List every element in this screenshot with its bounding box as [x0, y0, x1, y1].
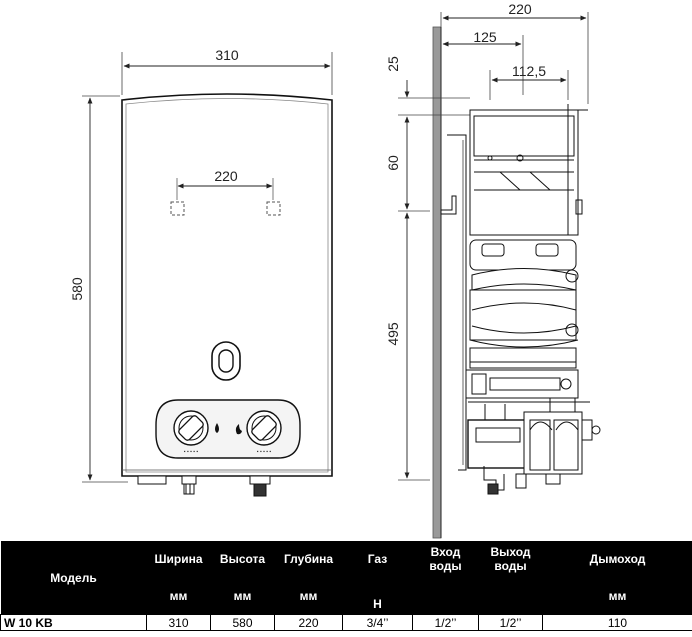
dim-side-112: 112,5 [512, 63, 546, 79]
header-depth-unit: мм [274, 577, 343, 615]
dim-side-depth: 220 [508, 1, 532, 17]
header-height-unit: мм [210, 577, 275, 615]
wall [432, 26, 442, 539]
heater-internals [447, 104, 601, 495]
knob-scale-left: ▪ ▪ ▪ ▪ ▪ [184, 449, 199, 455]
dim-mount-spacing: 220 [214, 168, 238, 184]
cell-water-out: 1/2’’ [478, 614, 543, 631]
header-depth: Глубина [274, 541, 343, 577]
header-water-out-line-2: воды [494, 559, 527, 573]
header-gas-unit: Н [342, 577, 413, 615]
cell-gas: 3/4’’ [342, 614, 413, 631]
bottom-connections [137, 475, 271, 497]
knob-right [246, 410, 282, 446]
heater-body [121, 93, 333, 477]
flame-icon [235, 424, 242, 435]
cell-flue: 110 [542, 614, 692, 631]
header-water-out-line-1: Выход [490, 545, 531, 559]
mount-hole-right [266, 201, 281, 216]
header-height: Высота [210, 541, 275, 577]
cell-height: 580 [210, 614, 275, 631]
wall-bracket [440, 195, 457, 215]
header-water-in-line-1: Вход [430, 545, 461, 559]
table-row: W 10 KB 310 580 220 3/4’’ 1/2’’ 1/2’’ 11… [0, 614, 692, 631]
header-model: Модель [0, 541, 147, 615]
table-header-row-2: мм мм мм Н мм [1, 577, 692, 615]
cell-width: 310 [146, 614, 211, 631]
header-width-unit: мм [146, 577, 211, 615]
header-water-in-unit [412, 577, 479, 615]
dim-front-height: 580 [69, 277, 85, 301]
flame-window [211, 341, 241, 381]
cell-depth: 220 [274, 614, 343, 631]
dim-side-bottom: 495 [385, 322, 401, 346]
knob-left [173, 410, 209, 446]
header-flue: Дымоход [542, 541, 692, 577]
front-view: 310 580 220 ▪ ▪ ▪ ▪ ▪ [69, 47, 333, 497]
dim-side-125: 125 [473, 29, 497, 45]
dim-front-width: 310 [215, 47, 239, 63]
mount-hole-left [170, 201, 185, 216]
cell-model: W 10 KB [0, 614, 147, 631]
header-water-out-unit [478, 577, 543, 615]
technical-drawing: 310 580 220 ▪ ▪ ▪ ▪ ▪ [69, 1, 601, 539]
cell-water-in: 1/2’’ [412, 614, 479, 631]
side-view: 220 125 112,5 25 60 495 [385, 1, 601, 539]
knob-scale-right: ▪ ▪ ▪ ▪ ▪ [257, 449, 272, 455]
dim-side-mid: 60 [385, 155, 401, 171]
header-width: Ширина [146, 541, 211, 577]
header-gas: Газ [342, 541, 413, 577]
header-water-in-line-2: воды [429, 559, 462, 573]
header-flue-unit: мм [542, 577, 692, 615]
water-drop-icon [215, 423, 219, 433]
dim-side-top: 25 [385, 56, 401, 72]
